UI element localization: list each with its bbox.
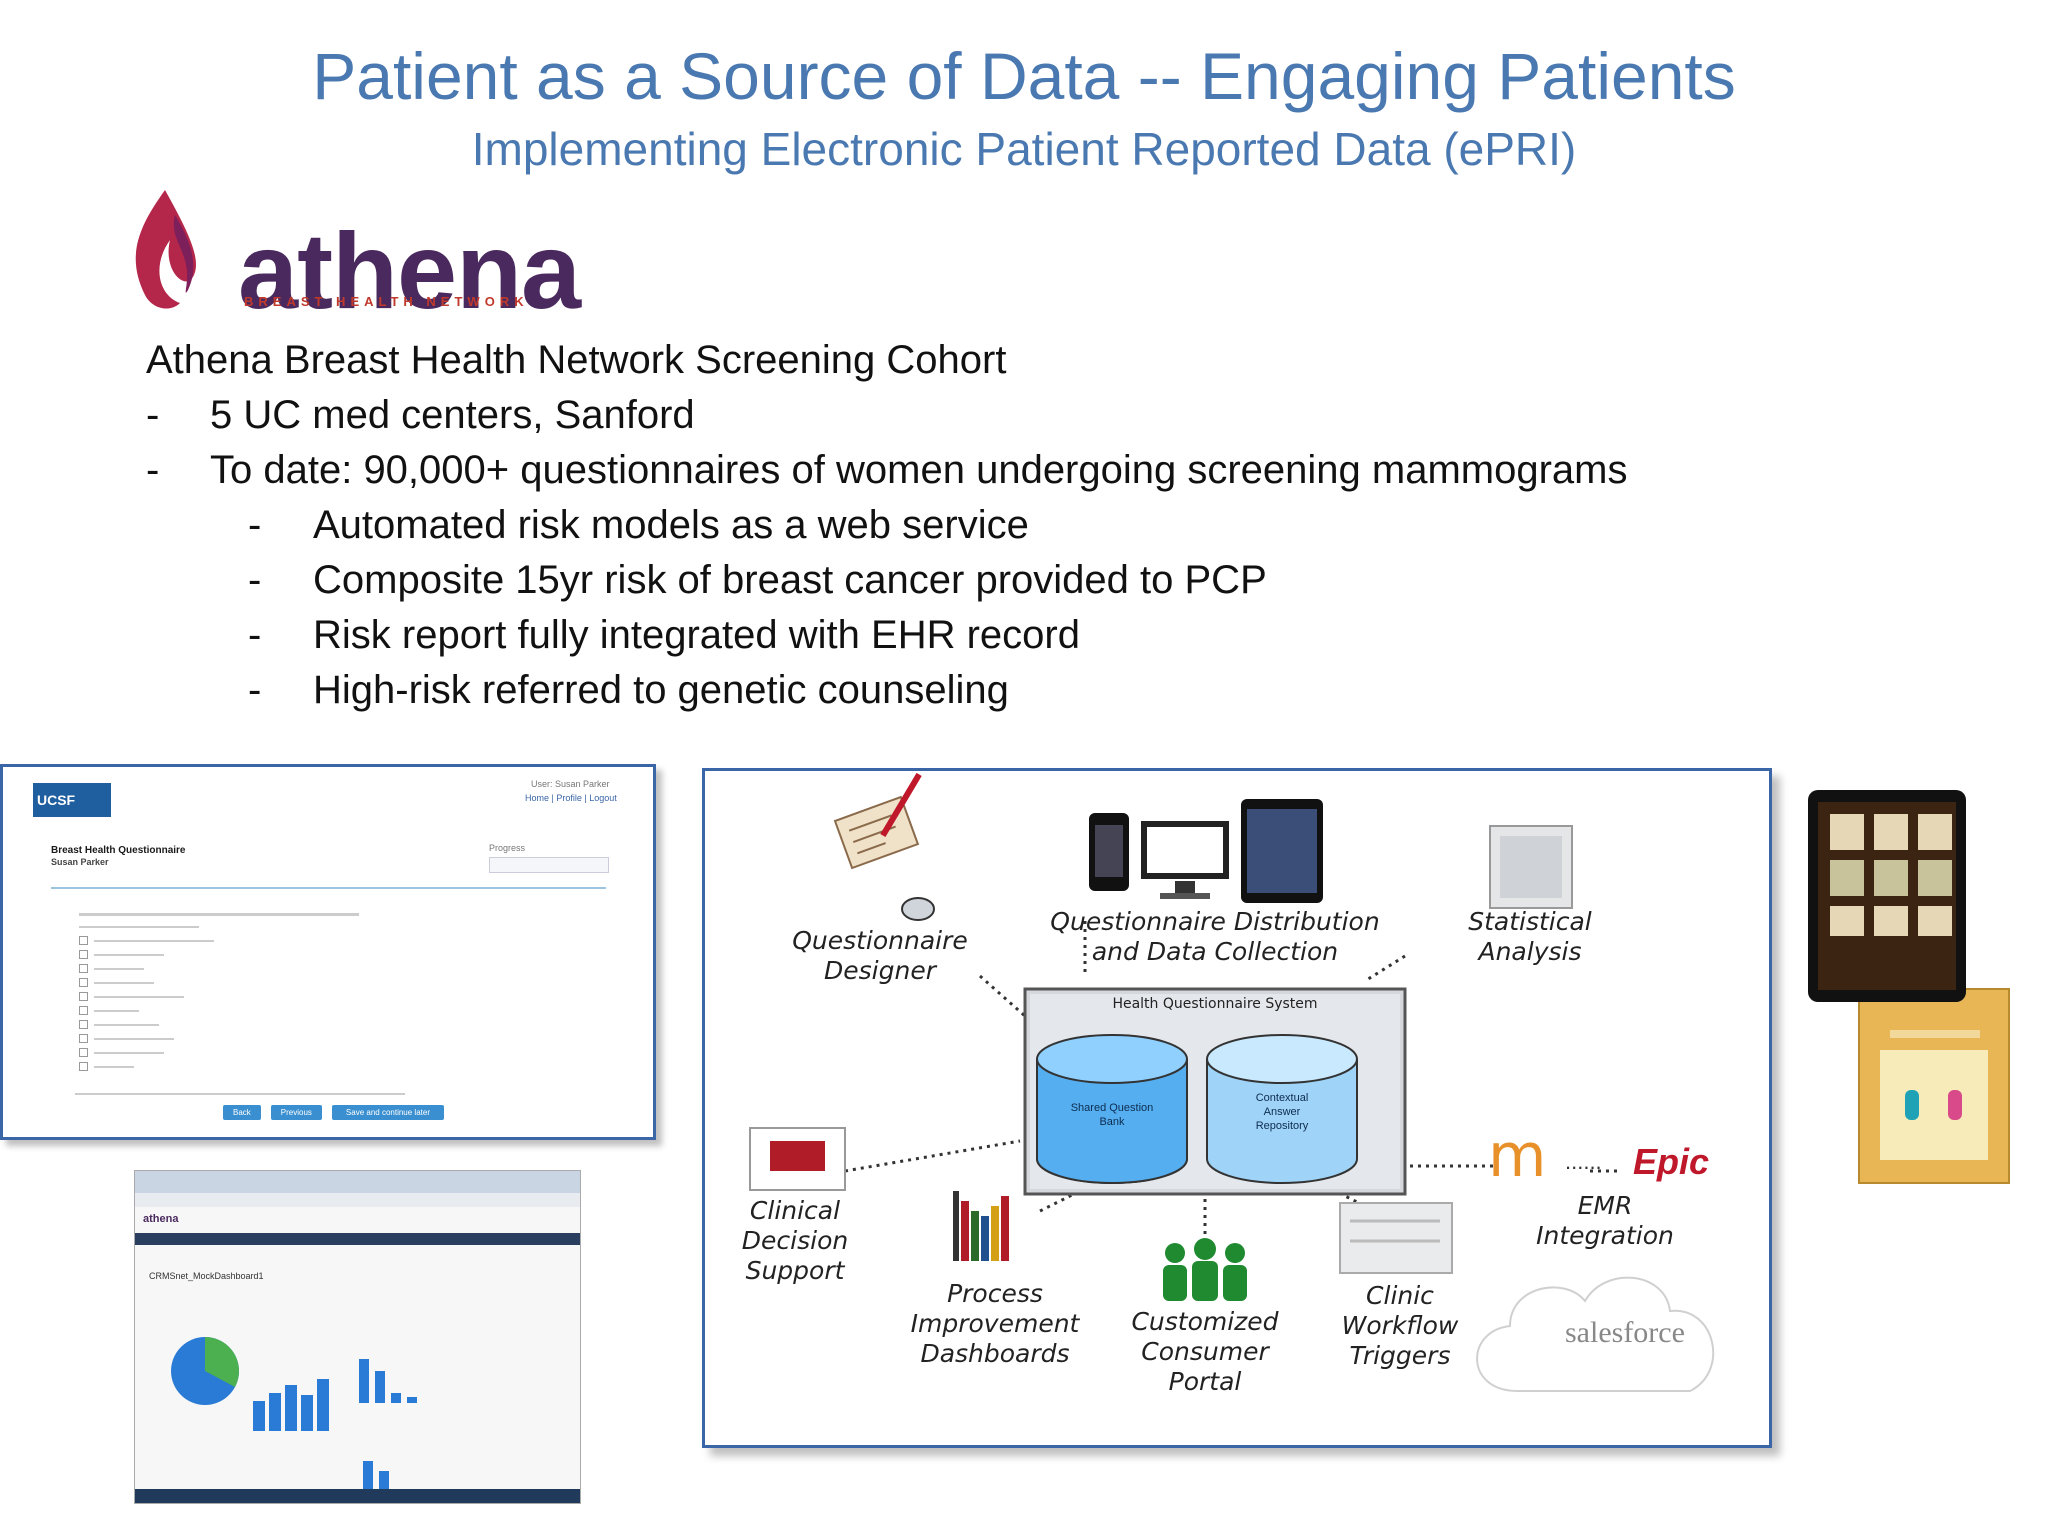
form-buttons: Back Previous Save and continue later [223,1105,444,1120]
label-line: Clinical [749,1196,841,1225]
flame-icon [135,190,196,309]
patient-name: Susan Parker [51,857,109,867]
label-line: Support [745,1256,845,1285]
diagram-graphics [749,772,1715,1392]
database-icon [1206,1034,1358,1184]
sub-bullet-dash: - [248,613,262,657]
decision-report-icon [749,1127,846,1191]
logo-tagline: BREAST HEALTH NETWORK [244,294,529,309]
db-right-line: Answer [1263,1106,1301,1118]
label-line: Dashboards [920,1339,1070,1368]
process-label: Process Improvement Dashboards [895,1279,1095,1369]
dashboard-title: CRMSnet_MockDashboard1 [149,1271,264,1281]
dashboard-brand: athena [143,1213,179,1225]
designer-label: Questionnaire Designer [765,926,995,986]
progress-label: Progress [489,843,526,853]
question-block [79,913,359,1076]
label-line: Clinic [1366,1281,1434,1310]
label-line: Designer [824,956,936,985]
sub-bullet-1: Automated risk models as a web service [313,503,1029,547]
system-title: Health Questionnaire System [1112,996,1318,1012]
bullet-dash: - [146,393,160,437]
clipboard-pen-icon [833,772,922,870]
label-line: Triggers [1349,1341,1451,1370]
label-line: Portal [1168,1367,1242,1396]
sub-bullet-2: Composite 15yr risk of breast cancer pro… [313,558,1267,602]
tablet-icon [1241,799,1323,903]
slide-title: Patient as a Source of Data -- Engaging … [312,39,1736,113]
salesforce-logo: salesforce [1565,1316,1685,1349]
sub-bullet-3: Risk report fully integrated with EHR re… [313,613,1080,657]
label-line: Workflow [1341,1311,1459,1340]
db-right-line: Repository [1255,1120,1309,1132]
statistical-label: Statistical Analysis [1445,907,1615,967]
label-line: Customized [1131,1307,1279,1336]
shared-question-bank-label: Shared Question Bank [1037,1101,1187,1129]
db-left-line: Shared Question [1070,1102,1154,1114]
distribution-label: Questionnaire Distribution and Data Coll… [1025,907,1405,967]
bullet-2: To date: 90,000+ questionnaires of women… [210,448,1628,492]
sub-bullet-dash: - [248,668,262,712]
db-right-line: Contextual [1255,1092,1309,1104]
back-button[interactable]: Back [223,1105,261,1120]
divider [51,887,606,889]
sub-bullet-dash: - [248,558,262,602]
label-line: Process [947,1279,1043,1308]
dashboard-nav [135,1233,580,1245]
save-later-button[interactable]: Save and continue later [331,1105,444,1120]
label-line: Questionnaire Distribution [1050,907,1380,936]
ucsf-logo: UCSF [33,783,111,817]
m-logo: m [1488,1121,1547,1191]
label-line: Improvement [910,1309,1080,1338]
workflow-screen-icon [1339,1202,1453,1274]
bar-chart-icon [953,1191,1009,1261]
phone-icon [1089,813,1129,891]
clinical-label: Clinical Decision Support [720,1196,870,1286]
questionnaire-title: Breast Health Questionnaire [51,845,186,856]
dashboard-charts [135,1337,580,1503]
calculator-icon [1489,825,1573,909]
user-label: User: Susan Parker [531,779,610,789]
monitor-icon [1141,821,1229,899]
label-line: Statistical [1468,907,1592,936]
previous-button[interactable]: Previous [270,1105,322,1120]
user-nav[interactable]: Home | Profile | Logout [525,793,617,803]
contextual-answer-repository-label: Contextual Answer Repository [1207,1091,1357,1133]
sub-bullet-dash: - [248,503,262,547]
bullet-1: 5 UC med centers, Sanford [210,393,695,437]
database-icon [1036,1034,1188,1184]
mouse-icon [901,897,935,921]
label-line: Consumer [1141,1337,1269,1366]
label-line: EMR [1577,1191,1633,1220]
progress-bar [489,857,609,873]
label-line: Decision [741,1226,849,1255]
epic-logo: Epic [1633,1141,1710,1182]
workflow-label: Clinic Workflow Triggers [1305,1281,1495,1371]
tablet-app-device [1808,790,1966,1002]
ucsf-brand-text: UCSF [37,792,76,808]
content-heading: Athena Breast Health Network Screening C… [146,338,1007,382]
dashboard-screenshot: athena CRMSnet_MockDashboard1 [134,1170,581,1504]
sub-bullet-4: High-risk referred to genetic counseling [313,668,1009,712]
logo-wordmark: athena [238,210,581,331]
label-line: Integration [1536,1221,1674,1250]
note-line [75,1093,405,1095]
athena-logo [120,185,500,315]
logo-dots: ...... [1565,1149,1602,1174]
cloud-icon [1476,1276,1715,1392]
label-line: and Data Collection [1091,937,1339,966]
consumer-label: Customized Consumer Portal [1105,1307,1305,1397]
label-line: Analysis [1478,937,1582,966]
emr-label: EMR Integration [1505,1191,1705,1251]
people-icon [1163,1238,1247,1301]
bullet-dash: - [146,448,160,492]
slide-subtitle: Implementing Electronic Patient Reported… [471,123,1577,175]
architecture-diagram: Health Questionnaire System Shared Quest… [702,768,1772,1448]
bookmark-bar [135,1193,580,1207]
db-left-line: Bank [1099,1116,1125,1128]
label-line: Questionnaire [792,926,968,955]
tablet-back-device [1858,988,2010,1184]
browser-bar [135,1171,580,1193]
questionnaire-screenshot: UCSF User: Susan Parker Home | Profile |… [0,764,656,1140]
